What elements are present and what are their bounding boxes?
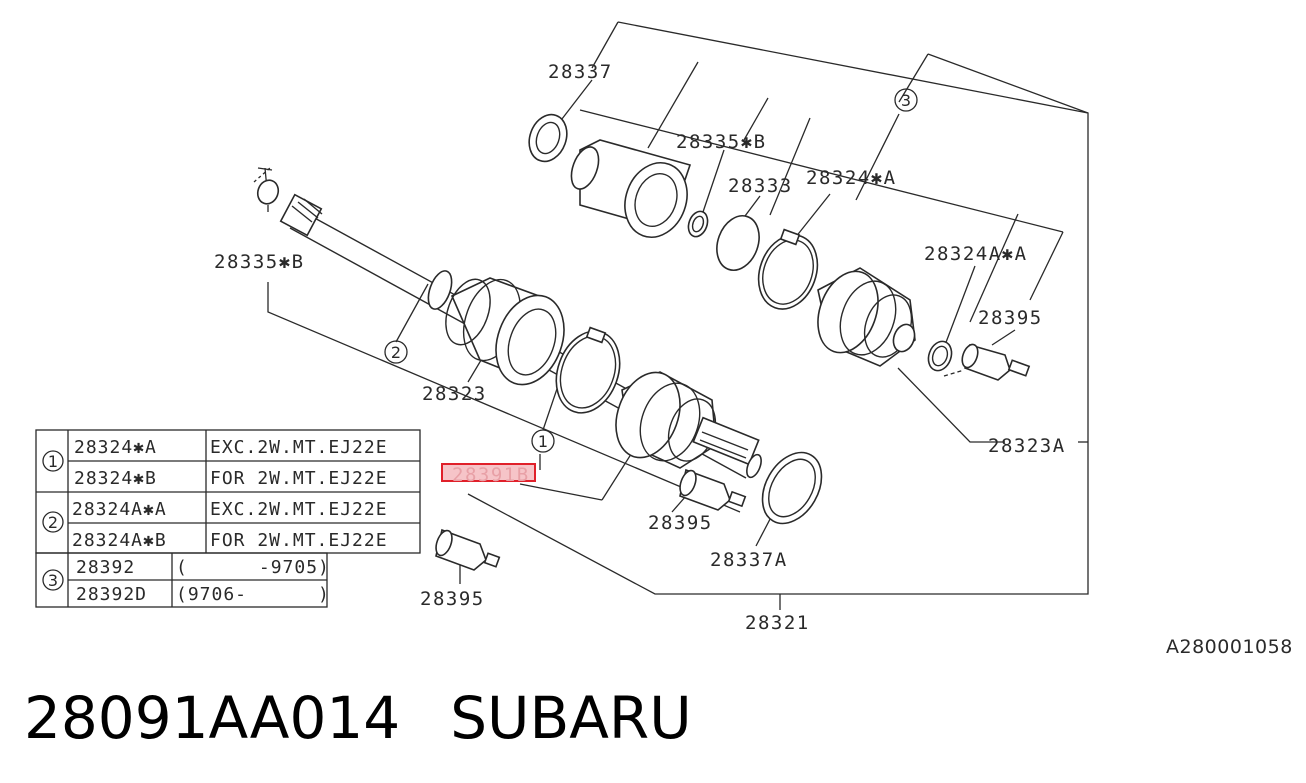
label-28323a: 28323A: [988, 435, 1066, 457]
caption-brand: SUBARU: [450, 684, 692, 752]
table-group-2-number: 2: [48, 513, 58, 532]
outer-joint-upper: [570, 139, 692, 238]
outer-stub-shaft: [692, 416, 762, 479]
svg-text:1: 1: [538, 432, 548, 451]
label-28337: 28337: [548, 61, 613, 83]
callout-1: 1: [531, 429, 555, 453]
label-28324aa: 28324A✱A: [924, 243, 1028, 265]
snap-ring-upper: [687, 210, 709, 238]
label-28321: 28321: [745, 612, 810, 634]
seal-ring-28337: [528, 113, 568, 163]
boot-band-middle: [555, 326, 621, 414]
highlighted-part-28391b[interactable]: 28391B: [441, 463, 536, 486]
part-caption: 28091AA014 SUBARU: [24, 684, 692, 752]
grease-tube-mid: [679, 468, 747, 511]
table-cell-part: 28324A✱A: [72, 499, 167, 520]
label-28337a: 28337A: [710, 549, 788, 571]
boot-band-28324aa: [927, 340, 953, 372]
table-cell-part: 28324✱A: [74, 437, 157, 458]
label-28333: 28333: [728, 175, 793, 197]
grease-tube-right: [961, 343, 1031, 381]
table-cell-desc: FOR 2W.MT.EJ22E: [210, 468, 388, 489]
label-28395-bottom: 28395: [420, 588, 485, 610]
callouts: 3 2 1: [384, 88, 918, 453]
label-28324a: 28324✱A: [806, 167, 897, 189]
svg-text:3: 3: [901, 91, 911, 110]
diagram-reference-code: A280001058: [1166, 636, 1293, 658]
label-28395-right: 28395: [978, 307, 1043, 329]
snap-ring-left: [256, 179, 280, 205]
table-cell-desc: ( -9705): [176, 557, 330, 578]
ring-28333: [716, 215, 760, 271]
applicability-table: 1 2 3 28324✱A EXC.2W.MT.EJ22E 28324✱B FO…: [35, 429, 421, 608]
label-28335b-left: 28335✱B: [214, 251, 305, 273]
table-cell-desc: FOR 2W.MT.EJ22E: [210, 530, 388, 551]
table-cell-desc: EXC.2W.MT.EJ22E: [210, 499, 388, 520]
table-group-3-number: 3: [48, 571, 58, 590]
grease-tube-bottom: [435, 528, 501, 571]
table-cell-part: 28324A✱B: [72, 530, 167, 551]
boot-band-28324a: [757, 228, 819, 310]
table-group-1-number: 1: [48, 452, 58, 471]
callout-3: 3: [894, 88, 918, 112]
svg-text:2: 2: [391, 343, 401, 362]
seal-ring-28337a: [761, 451, 823, 525]
boot-outer-lower: [615, 371, 717, 469]
drive-shaft-parts: [253, 113, 1031, 571]
table-cell-part: 28324✱B: [74, 468, 157, 489]
table-cell-part: 28392: [76, 557, 135, 578]
part-labels: 28337 28335✱B 28333 28324✱A 28324A✱A 283…: [214, 61, 1066, 634]
caption-part-number: 28091AA014: [24, 684, 401, 752]
boot-upper: [817, 267, 916, 367]
callout-2: 2: [384, 340, 408, 364]
table-cell-desc: (9706- ): [176, 584, 330, 605]
label-28391b: 28391B: [452, 464, 530, 486]
label-28395-mid: 28395: [648, 512, 713, 534]
boot-inner-28323: [427, 270, 565, 386]
label-28323: 28323: [422, 383, 487, 405]
label-28335b-top: 28335✱B: [676, 131, 767, 153]
table-cell-part: 28392D: [76, 584, 147, 605]
table-cell-desc: EXC.2W.MT.EJ22E: [210, 437, 388, 458]
